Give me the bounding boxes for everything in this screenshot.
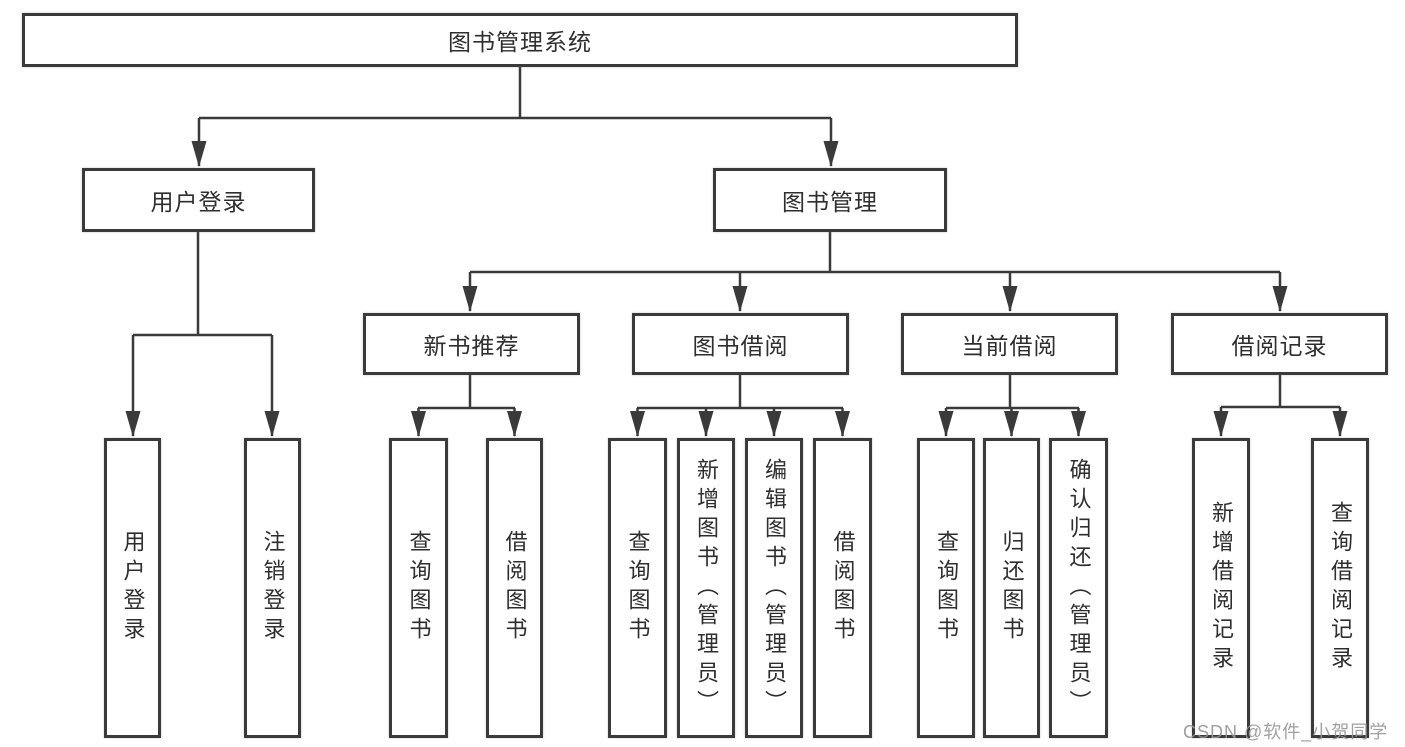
leaf-borrow-query-book: 查询图书 <box>608 438 667 738</box>
leaf-borrow-borrow-book-label: 借阅图书 <box>830 530 856 646</box>
node-current-borrow: 当前借阅 <box>901 313 1118 375</box>
csdn-watermark: CSDN @软件_小贺同学 <box>1183 722 1389 742</box>
leaf-newbook-query-book-label: 查询图书 <box>406 530 432 646</box>
node-book-manage-label: 图书管理 <box>782 189 878 215</box>
node-user-login-label: 用户登录 <box>150 189 247 215</box>
leaf-borrow-add-book-admin: 新增图书（管理员） <box>677 438 735 738</box>
node-user-login: 用户登录 <box>82 168 315 232</box>
leaf-borrow-add-book-admin-label: 新增图书（管理员） <box>694 457 719 719</box>
leaf-newbook-borrow-book-label: 借阅图书 <box>502 530 528 646</box>
leaf-newbook-borrow-book: 借阅图书 <box>486 438 543 738</box>
leaf-logout-label: 注销登录 <box>260 530 286 646</box>
node-borrow-records: 借阅记录 <box>1171 313 1388 375</box>
node-book-manage: 图书管理 <box>713 168 947 232</box>
leaf-newbook-query-book: 查询图书 <box>389 438 448 738</box>
node-root-system: 图书管理系统 <box>22 13 1018 67</box>
leaf-current-confirm-return-admin-label: 确认归还（管理员） <box>1066 457 1092 719</box>
leaf-records-query-record: 查询借阅记录 <box>1311 438 1369 738</box>
leaf-records-query-record-label: 查询借阅记录 <box>1328 501 1353 675</box>
leaf-borrow-edit-book-admin: 编辑图书（管理员） <box>745 438 803 738</box>
leaf-borrow-query-book-label: 查询图书 <box>625 530 651 646</box>
node-new-book-recommend: 新书推荐 <box>363 313 580 375</box>
leaf-user-login-label: 用户登录 <box>120 530 146 646</box>
node-current-borrow-label: 当前借阅 <box>961 333 1058 359</box>
leaf-borrow-borrow-book: 借阅图书 <box>813 438 872 738</box>
node-book-borrow-label: 图书借阅 <box>692 333 789 359</box>
node-root-label: 图书管理系统 <box>448 29 592 55</box>
leaf-current-query-book-label: 查询图书 <box>934 530 959 646</box>
node-book-borrow: 图书借阅 <box>632 313 849 375</box>
leaf-current-confirm-return-admin: 确认归还（管理员） <box>1049 438 1108 738</box>
leaf-records-add-record: 新增借阅记录 <box>1192 438 1250 738</box>
leaf-logout: 注销登录 <box>244 438 301 738</box>
leaf-user-login: 用户登录 <box>104 438 161 738</box>
leaf-current-return-book: 归还图书 <box>983 438 1040 738</box>
leaf-current-query-book: 查询图书 <box>917 438 975 738</box>
leaf-records-add-record-label: 新增借阅记录 <box>1209 501 1234 675</box>
leaf-current-return-book-label: 归还图书 <box>999 530 1025 646</box>
node-new-book-recommend-label: 新书推荐 <box>423 333 520 359</box>
node-borrow-records-label: 借阅记录 <box>1231 333 1328 359</box>
leaf-borrow-edit-book-admin-label: 编辑图书（管理员） <box>762 457 787 719</box>
